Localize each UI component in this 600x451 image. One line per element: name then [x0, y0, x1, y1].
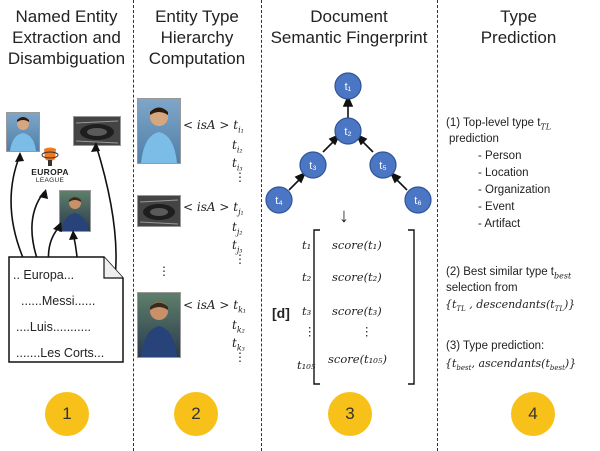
- isa-relation-1: < isA > ti₁: [183, 118, 244, 135]
- node-label-t5: t₅: [379, 160, 387, 172]
- matrix-row-dots-label: ⋮: [304, 324, 316, 338]
- player-photo-suarez: [6, 112, 40, 152]
- node-t6: [404, 186, 432, 214]
- down-arrow-icon: ↓: [339, 205, 349, 227]
- matrix-row-t1-label: t₁: [302, 238, 312, 252]
- europa-league-logo: EUROPA LEAGUE: [28, 147, 72, 191]
- matrix-row-t105-label: t₁₀₅: [297, 358, 316, 372]
- hierarchy-photo-suarez: [137, 98, 181, 164]
- trophy-icon: [41, 147, 59, 166]
- column-divider-1: [133, 0, 134, 451]
- matrix-row-t1-score: score(t₁): [332, 238, 382, 252]
- isa-relation-3: < isA > tk₁: [183, 298, 247, 315]
- player-photo-messi: [59, 190, 91, 232]
- isa-relation-2: < isA > tj₁: [183, 200, 244, 217]
- matrix-row-dots-score: ⋮: [361, 324, 373, 338]
- type-organization: - Organization: [478, 184, 551, 196]
- dots-middle: ⋮: [158, 264, 170, 278]
- step-3-line-2: {tbest, ascendants(tbest)}: [445, 357, 577, 373]
- step-2-line-1: (2) Best similar type tbest: [446, 266, 572, 281]
- stadium-photo: [73, 116, 121, 146]
- node-label-t6: t₆: [414, 195, 422, 207]
- node-label-t3: t₃: [309, 160, 317, 172]
- column-2-title: Entity Type Hierarchy Computation: [148, 7, 246, 68]
- matrix-row-t3-label: t₃: [302, 304, 312, 318]
- type-hierarchy-graph: t₁ t₂ t₃ t₅ t₄ t₆: [265, 72, 432, 214]
- step-badge-3: 3: [328, 392, 372, 436]
- type-event: - Event: [478, 201, 515, 213]
- node-t2: [334, 117, 362, 145]
- doc-line-luis: ....Luis...........: [16, 320, 92, 334]
- hierarchy-photo-messi: [137, 292, 181, 358]
- step-badge-2: 2: [174, 392, 218, 436]
- column-4-title: Type Prediction: [480, 7, 557, 47]
- matrix-row-t3-score: score(t₃): [332, 304, 382, 318]
- matrix-brackets: [313, 229, 415, 385]
- dots-2: ⋮: [234, 252, 246, 266]
- doc-line-messi: ......Messi......: [21, 294, 96, 308]
- logo-text-league: LEAGUE: [35, 177, 65, 184]
- step-badge-1: 1: [45, 392, 89, 436]
- step-2-line-3: {tTL , descendants(tTL)}: [445, 298, 576, 314]
- logo-text-europa: EUROPA: [31, 167, 69, 177]
- step-3-line-1: (3) Type prediction:: [446, 340, 545, 352]
- node-t4: [265, 186, 293, 214]
- type-t-k3: tk₃: [232, 336, 245, 353]
- dots-1: ⋮: [234, 170, 246, 184]
- type-location: - Location: [478, 167, 529, 179]
- node-label-t1: t₁: [345, 81, 352, 93]
- matrix-label: [d]: [272, 305, 290, 321]
- matrix-row-t2-score: score(t₂): [332, 270, 382, 284]
- hierarchy-photo-stadium: [137, 195, 181, 227]
- type-t-j3: tj₃: [232, 238, 243, 255]
- matrix-row-t2-label: t₂: [302, 270, 312, 284]
- node-t5: [369, 151, 397, 179]
- type-t-k2: tk₂: [232, 318, 245, 335]
- type-person: - Person: [478, 150, 522, 162]
- type-artifact: - Artifact: [478, 218, 521, 230]
- column-divider-3: [437, 0, 438, 451]
- dots-3: ⋮: [234, 350, 246, 364]
- matrix-row-t105-score: score(t₁₀₅): [328, 352, 387, 366]
- node-label-t4: t₄: [275, 195, 283, 207]
- doc-line-les-corts: .......Les Corts...: [16, 346, 105, 360]
- document-shape: [8, 142, 124, 363]
- step-2-line-2: selection from: [446, 282, 518, 294]
- type-t-j2: tj₂: [232, 220, 243, 237]
- step-1-line-2: prediction: [449, 133, 499, 145]
- node-label-t2: t₂: [344, 126, 351, 138]
- doc-line-europa: .. Europa...: [13, 268, 75, 282]
- node-t1: [334, 72, 362, 100]
- type-t-i3: ti₃: [232, 156, 243, 173]
- type-t-i2: ti₂: [232, 138, 243, 155]
- step-badge-4: 4: [511, 392, 555, 436]
- column-divider-2: [261, 0, 262, 451]
- column-1-title: Named Entity Extraction and Disambiguati…: [7, 7, 126, 68]
- column-3-title: Document Semantic Fingerprint: [270, 7, 428, 47]
- step-1-line-1: (1) Top-level type tTL: [446, 117, 552, 132]
- node-t3: [299, 151, 327, 179]
